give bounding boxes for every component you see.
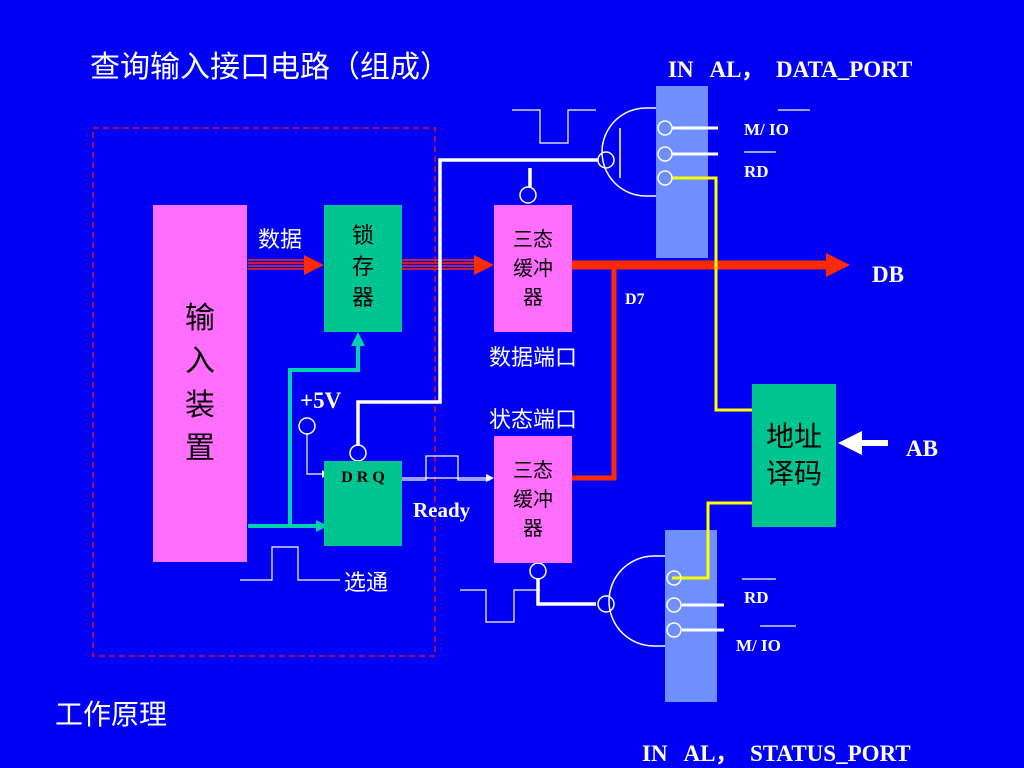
tristate-status-block: 三态 缓冲 器 — [494, 436, 572, 563]
tristate-data-block: 三态 缓冲 器 — [494, 205, 572, 332]
status-port-label: 状态端口 — [489, 408, 578, 433]
latch-label: 锁 存 器 — [351, 224, 374, 311]
input-device-label: 输 入 装 置 — [185, 300, 215, 467]
top-instruction: IN AL， DATA_PORT — [668, 57, 913, 82]
ab-arrowhead — [838, 431, 862, 455]
footer-title: 工作原理 — [55, 698, 168, 731]
top-mio-label: M/ IO — [744, 120, 789, 139]
interface-boundary — [92, 127, 436, 657]
latch-input-arrow — [304, 255, 324, 275]
top-decoder-column — [656, 86, 708, 258]
bottom-and-gate — [608, 555, 665, 647]
top-and-gate — [601, 107, 656, 197]
top-rd-label: RD — [744, 162, 769, 181]
flipflop-block: D R Q — [324, 461, 402, 546]
ready-label: Ready — [413, 498, 471, 522]
white-wires — [356, 158, 598, 606]
latch-block: 锁 存 器 — [324, 205, 402, 332]
db-label: DB — [872, 262, 904, 287]
tristate-data-label: 三态 缓冲 器 — [513, 227, 553, 309]
tristate-status-label: 三态 缓冲 器 — [513, 458, 553, 540]
bottom-mio-label: M/ IO — [736, 636, 781, 655]
d7-line — [572, 265, 617, 481]
bottom-rd-yellow — [672, 501, 752, 580]
top-pins — [672, 126, 718, 156]
plus5v-label: +5V — [300, 388, 342, 413]
page-title: 查询输入接口电路（组成） — [90, 50, 450, 85]
db-arrowhead — [826, 253, 850, 277]
input-device-block: 输 入 装 置 — [153, 205, 247, 562]
ab-label: AB — [906, 436, 938, 461]
plus5v-line — [306, 434, 322, 475]
address-decoder-block: 地址 译码 — [752, 384, 836, 527]
strobe-teal — [248, 342, 360, 528]
top-rd-yellow — [672, 176, 752, 412]
address-decoder-label: 地址 译码 — [765, 420, 822, 490]
latch-strobe-arrow — [351, 332, 365, 346]
bottom-rd-label: RD — [744, 588, 769, 607]
data-port-label: 数据端口 — [489, 346, 578, 371]
flipflop-label: D R Q — [341, 469, 385, 486]
d7-label: D7 — [625, 291, 645, 308]
bottom-instruction: IN AL， STATUS_PORT — [642, 741, 911, 766]
pulse-waveforms — [240, 109, 596, 623]
data-label: 数据 — [258, 228, 303, 253]
ff-strobe-arrow — [316, 520, 328, 532]
strobe-label: 选通 — [344, 571, 389, 596]
tristate-input-arrow — [474, 255, 494, 275]
bottom-pins — [682, 603, 724, 632]
